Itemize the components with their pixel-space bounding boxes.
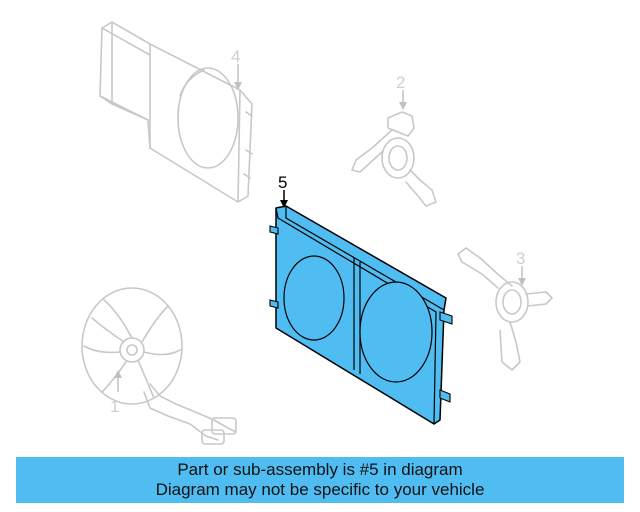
callout-3: 3 [516, 249, 526, 286]
banner-line-2: Diagram may not be specific to your vehi… [155, 480, 485, 499]
part-4-upper-shroud [99, 21, 253, 203]
part-1-fan-motor [81, 287, 237, 445]
info-banner: Part or sub-assembly is #5 in diagram Di… [16, 457, 624, 503]
banner-line-1: Part or sub-assembly is #5 in diagram [177, 460, 463, 479]
part-2-bracket [351, 111, 437, 207]
callout-2-label: 2 [396, 73, 405, 92]
callout-4: 4 [231, 47, 242, 90]
part-3-bracket [457, 247, 553, 371]
callout-5-label: 5 [278, 173, 287, 192]
callout-2: 2 [396, 73, 407, 110]
callout-5: 5 [278, 173, 288, 208]
callout-1: 1 [110, 370, 122, 416]
part-5-fan-shroud[interactable] [269, 205, 453, 425]
callout-1-label: 1 [110, 397, 119, 416]
callout-3-label: 3 [516, 249, 525, 268]
callout-4-label: 4 [231, 47, 240, 66]
